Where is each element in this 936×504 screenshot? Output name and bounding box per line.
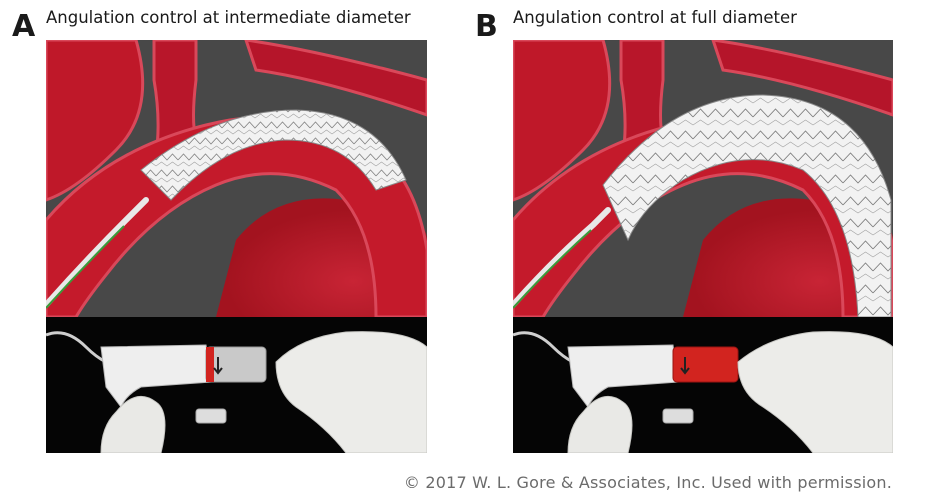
panel-a-device-photo	[46, 317, 427, 453]
panel-b-title: Angulation control at full diameter	[513, 8, 797, 27]
panel-a-letter: A	[12, 9, 36, 44]
panel-b-device-photo	[513, 317, 893, 453]
panel-a-aorta-illustration	[46, 40, 427, 317]
panel-a-title: Angulation control at intermediate diame…	[46, 8, 411, 27]
panel-b-aorta-illustration	[513, 40, 893, 317]
copyright-notice: © 2017 W. L. Gore & Associates, Inc. Use…	[403, 473, 892, 492]
panel-b-letter: B	[475, 9, 498, 44]
